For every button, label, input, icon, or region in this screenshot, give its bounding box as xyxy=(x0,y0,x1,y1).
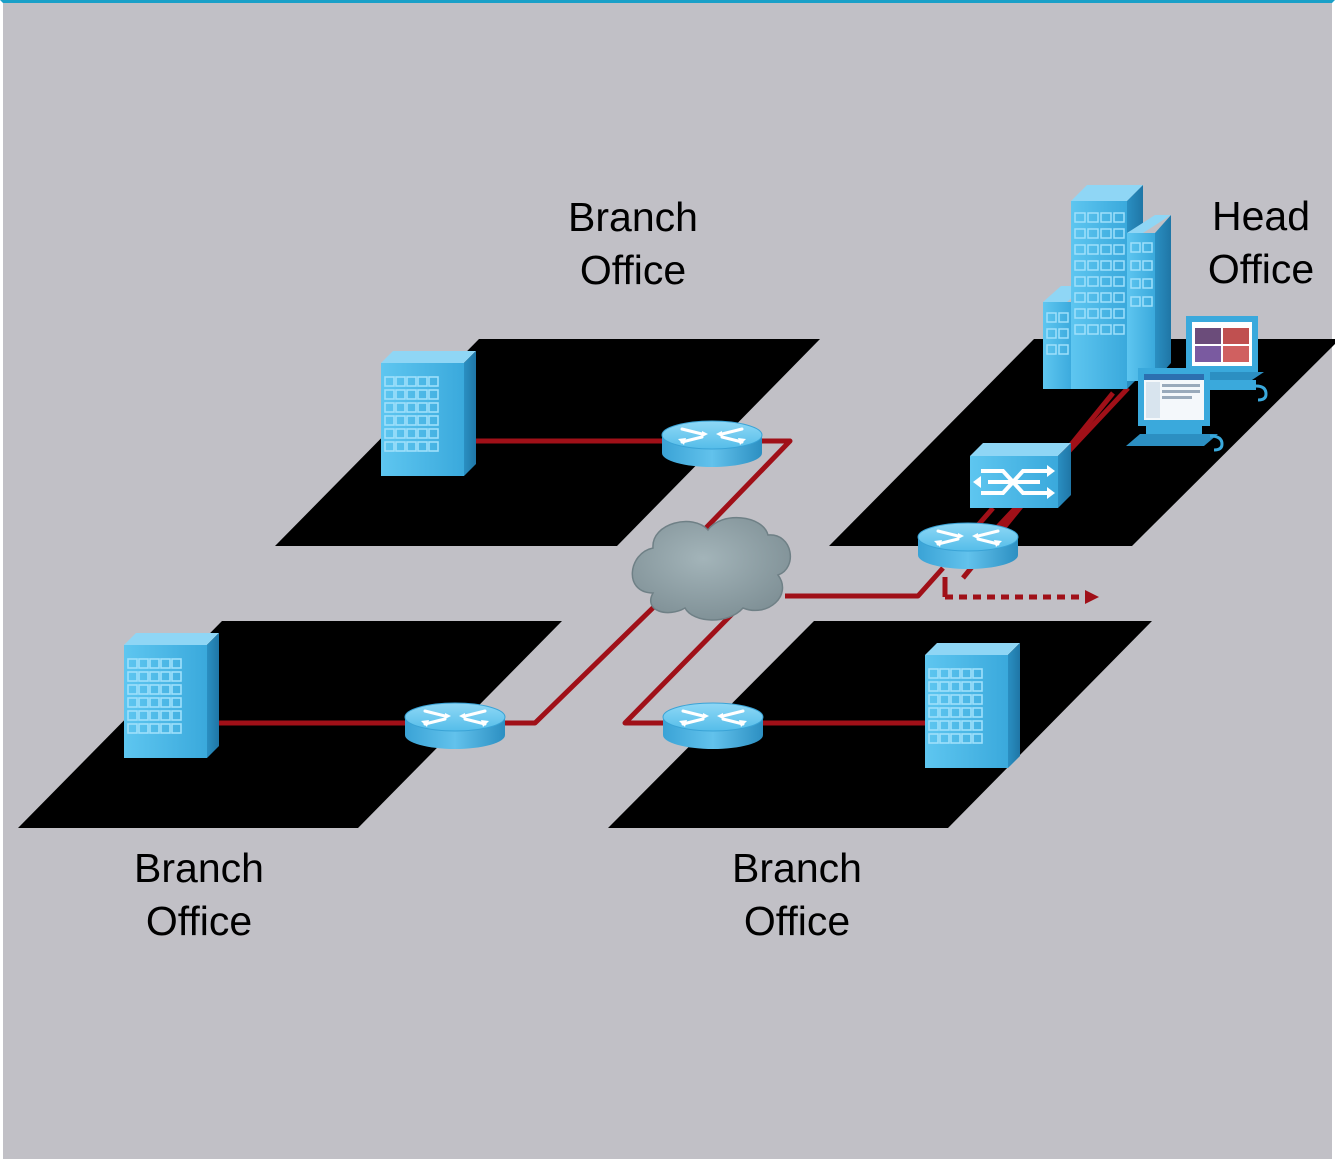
link-right-router-cloud xyxy=(622,611,735,726)
building-icon xyxy=(123,632,220,759)
label-branch-office-right: Branch Office xyxy=(707,842,887,948)
router-icon xyxy=(916,521,1020,571)
cloud-icon xyxy=(631,517,792,621)
workstation-icon xyxy=(1126,368,1224,452)
office-tower-icon xyxy=(1043,185,1171,389)
router-icon xyxy=(660,419,764,469)
workstation-icon xyxy=(1182,316,1268,402)
label-line: Branch xyxy=(134,845,264,891)
label-branch-office-top: Branch Office xyxy=(543,191,723,297)
link-cloud-head-router xyxy=(785,566,945,599)
link-top-router-cloud xyxy=(701,438,793,533)
label-line: Office xyxy=(1207,246,1315,292)
network-diagram xyxy=(18,185,1335,828)
building-icon xyxy=(380,350,477,477)
switch-icon xyxy=(970,443,1071,508)
router-icon xyxy=(661,701,765,751)
label-branch-office-left: Branch Office xyxy=(109,842,289,948)
router-icon xyxy=(403,701,507,751)
label-line: Branch xyxy=(568,194,698,240)
label-head-office: Head Office xyxy=(1183,190,1335,296)
label-line: Office xyxy=(145,898,253,944)
label-line: Office xyxy=(743,898,851,944)
building-icon xyxy=(924,642,1021,769)
link-left-router-cloud xyxy=(503,598,663,726)
dotted-link-outbound xyxy=(942,577,1099,604)
label-line: Office xyxy=(579,247,687,293)
label-line: Head xyxy=(1211,193,1310,239)
label-line: Branch xyxy=(732,845,862,891)
